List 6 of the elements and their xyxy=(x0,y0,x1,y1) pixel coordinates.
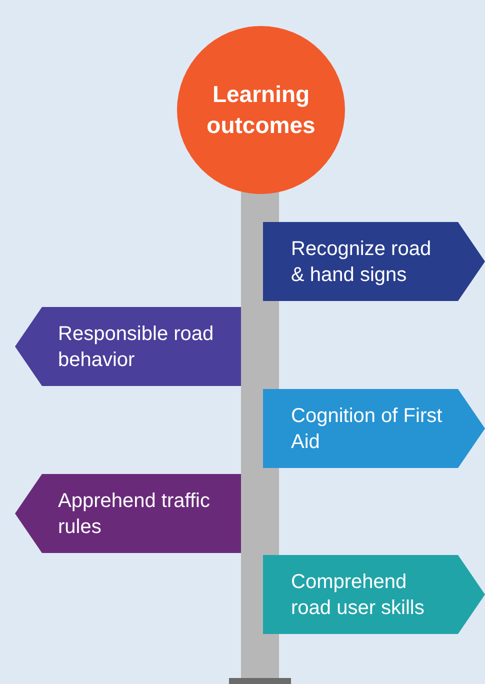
title-text: Learning outcomes xyxy=(206,80,316,140)
sign-text: Responsible road behavior xyxy=(58,322,215,372)
sign-text: Recognize road & hand signs xyxy=(291,236,432,288)
sign-text: Cognition of First Aid xyxy=(291,404,444,454)
sign-text: Comprehend road user skills xyxy=(291,570,426,620)
sign-text: Apprehend traffic rules xyxy=(58,488,211,540)
